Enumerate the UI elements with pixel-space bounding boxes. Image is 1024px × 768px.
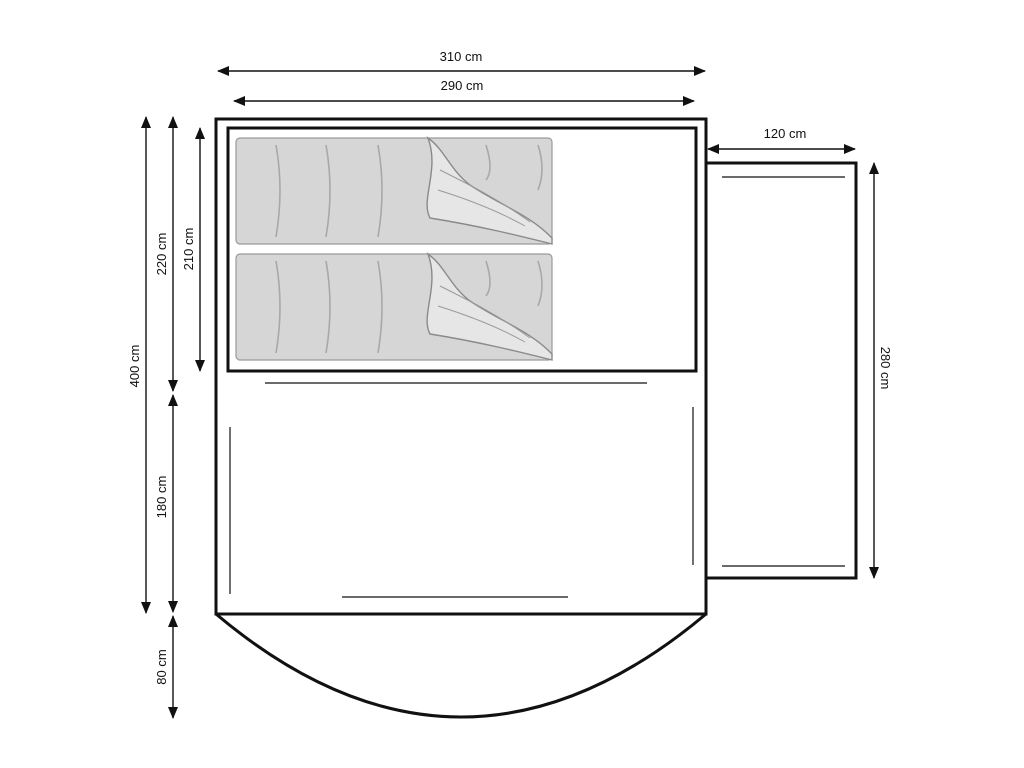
porch-canopy	[215, 612, 707, 719]
label-bedroom-inner: 210 cm	[181, 228, 196, 271]
bedroom-cabin	[226, 126, 698, 373]
label-bedroom-outer: 220 cm	[154, 233, 169, 276]
sleeping-bag-icon	[235, 136, 553, 245]
label-total-width: 310 cm	[440, 49, 483, 64]
tent-outline	[214, 117, 708, 616]
sleeping-bag-icon	[235, 252, 553, 361]
label-total-length: 400 cm	[127, 345, 142, 388]
label-porch-depth: 80 cm	[154, 649, 169, 684]
label-annex-width: 120 cm	[764, 126, 807, 141]
label-annex-length: 280 cm	[878, 347, 893, 390]
label-inner-width: 290 cm	[441, 78, 484, 93]
label-living-length: 180 cm	[154, 476, 169, 519]
annex-outline	[706, 161, 858, 580]
